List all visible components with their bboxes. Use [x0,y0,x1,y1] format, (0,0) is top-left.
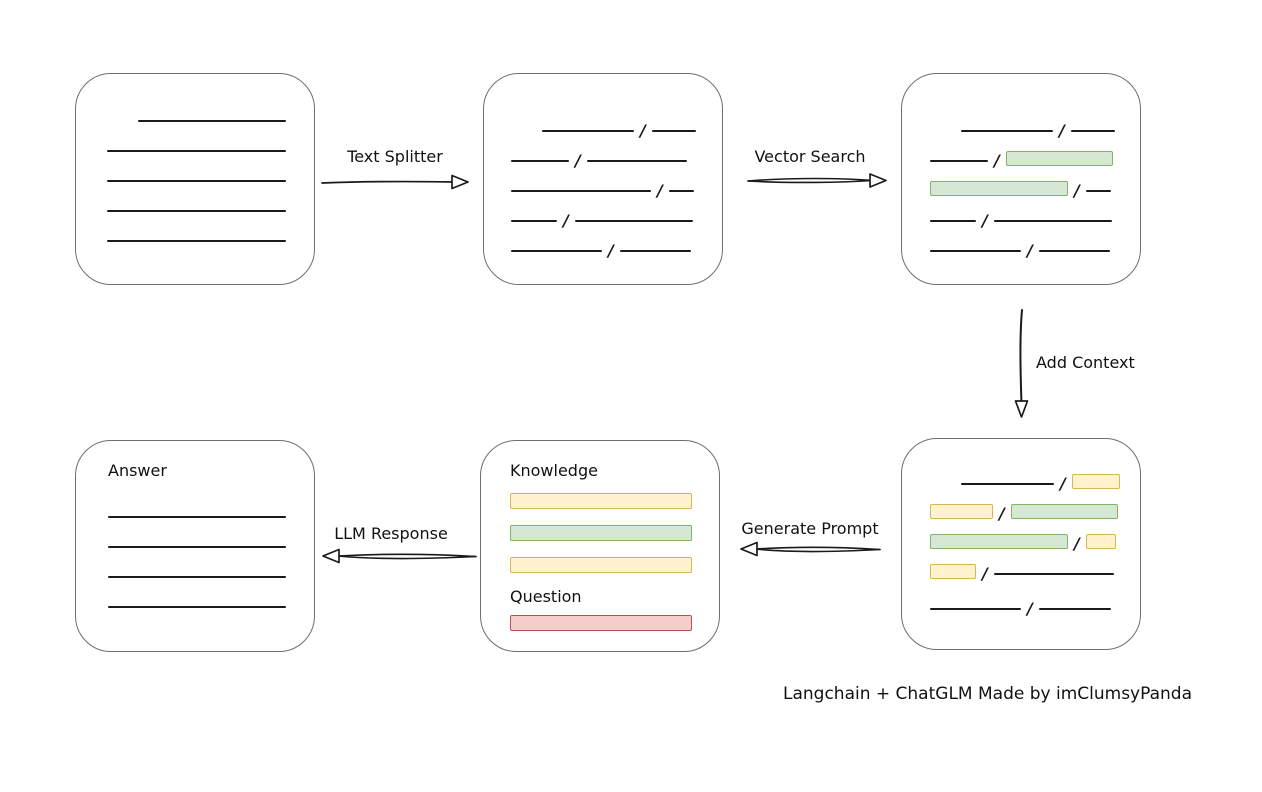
text-line [107,150,286,152]
chunk-row: / [511,138,702,170]
slash-separator: / [608,241,614,260]
chunk-row: / [930,521,1120,553]
chunk-row: / [511,108,702,140]
matched-chunk-green [1005,151,1113,166]
text-line [107,240,286,242]
slash-separator: / [640,121,646,140]
chunk-row: / [930,168,1120,200]
slash-separator: / [1027,599,1033,618]
context-chunk-yellow [1071,474,1120,489]
text-line [511,220,557,222]
text-splitter-arrow [321,174,469,190]
text-line [511,160,569,162]
add-context-label: Add Context [1036,353,1135,372]
text-line [1038,608,1111,610]
text-line [138,120,286,122]
text-line [542,130,634,132]
chunk-row: / [930,108,1120,140]
vector-search-arrow [747,173,887,188]
text-line [574,220,693,222]
matched-chunk-green [930,181,1068,196]
text-line [107,180,286,182]
text-line [930,608,1021,610]
answer-label: Answer [108,461,167,480]
node-context-chunks: / / / / / [901,438,1141,650]
text-line [107,210,286,212]
vector-search-label: Vector Search [754,147,866,166]
knowledge-label: Knowledge [510,461,598,480]
slash-separator: / [1060,474,1066,493]
question-label: Question [510,587,582,606]
answer-text-lines [108,516,286,608]
slash-separator: / [1074,534,1080,553]
chunk-row: / [930,138,1120,170]
chunk-row: / [511,168,702,200]
node-answer: Answer [75,440,315,652]
text-line [668,190,694,192]
text-line [930,160,988,162]
chunk-row: / [930,461,1120,493]
add-context-arrow [1014,309,1029,418]
text-line [651,130,696,132]
text-line [511,190,651,192]
chunk-row: / [930,228,1120,260]
knowledge-bar-green [510,525,692,541]
chunk-row: / [511,198,702,230]
knowledge-bar-yellow [510,557,692,573]
knowledge-bar-yellow [510,493,692,509]
llm-response-arrow [322,548,477,564]
llm-response-label: LLM Response [334,524,448,543]
chunk-row: / [930,551,1120,583]
slash-separator: / [994,151,1000,170]
text-line [930,250,1021,252]
text-splitter-label: Text Splitter [347,147,443,166]
generate-prompt-label: Generate Prompt [741,519,879,538]
text-line [1038,250,1110,252]
context-chunk-yellow [1085,534,1116,549]
node-split-chunks: / / / / / [483,73,723,285]
chunk-row: / [930,198,1120,230]
slash-separator: / [1059,121,1065,140]
context-chunk-yellow [930,564,976,579]
text-line [1070,130,1115,132]
slash-separator: / [982,211,988,230]
slash-separator: / [999,504,1005,523]
text-line [108,516,286,518]
node-prompt: Knowledge Question [480,440,720,652]
text-line [961,483,1054,485]
text-line [619,250,691,252]
slash-separator: / [563,211,569,230]
text-line [511,250,602,252]
slash-separator: / [575,151,581,170]
slash-separator: / [1027,241,1033,260]
slash-separator: / [1074,181,1080,200]
text-line [930,220,976,222]
text-line [586,160,687,162]
chunk-row: / [930,586,1120,618]
text-line [961,130,1053,132]
slash-separator: / [657,181,663,200]
text-line [108,606,286,608]
node-vector-matches: / / / / / [901,73,1141,285]
document-text-lines [76,74,314,242]
question-bar-red [510,615,692,631]
slash-separator: / [982,564,988,583]
generate-prompt-arrow [740,541,881,557]
chunk-row: / [930,491,1120,523]
text-line [1085,190,1111,192]
context-chunk-yellow [930,504,993,519]
text-line [108,546,286,548]
chunk-row: / [511,228,702,260]
diagram-caption: Langchain + ChatGLM Made by imClumsyPand… [783,684,1192,704]
matched-chunk-green [930,534,1068,549]
text-line [993,573,1114,575]
node-source-document [75,73,315,285]
text-line [108,576,286,578]
matched-chunk-green [1010,504,1118,519]
text-line [993,220,1112,222]
